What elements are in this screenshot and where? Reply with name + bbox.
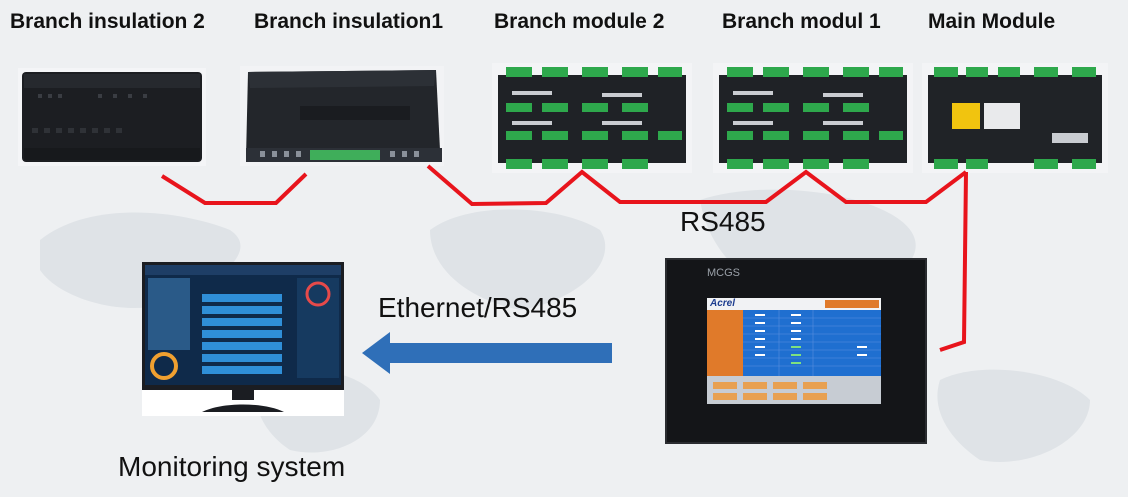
hmi-logo: Acrel — [710, 298, 736, 309]
label-branch-insulation-1: Branch insulation1 — [254, 10, 444, 33]
data-flow-arrow — [362, 332, 612, 374]
label-main-module: Main Module — [928, 10, 1056, 33]
ethernet-rs485-label: Ethernet/RS485 — [378, 292, 578, 323]
branch-module-2-device — [492, 63, 692, 173]
hmi-touch-panel: MCGS Acrel — [665, 258, 927, 444]
hmi-screen: Acrel — [707, 298, 881, 404]
label-branch-module-1: Branch modul 1 — [722, 10, 881, 33]
monitoring-system-label: Monitoring system — [118, 451, 346, 482]
rs485-label: RS485 — [680, 206, 766, 237]
branch-insulation-2-device — [18, 68, 206, 166]
hmi-data-grid — [707, 310, 881, 404]
main-module-device — [922, 63, 1108, 173]
hmi-header-bar — [825, 300, 879, 308]
wire-insulation-link — [160, 172, 308, 205]
branch-insulation-1-device — [240, 66, 444, 166]
monitoring-monitor — [142, 262, 344, 416]
hmi-screen-header: Acrel — [707, 298, 881, 310]
hmi-brand-label: MCGS — [707, 267, 740, 279]
wire-module-chain — [426, 164, 968, 207]
label-branch-module-2: Branch module 2 — [494, 10, 665, 33]
branch-module-1-device — [713, 63, 913, 173]
wire-to-hmi — [939, 171, 968, 352]
label-branch-insulation-2: Branch insulation 2 — [10, 10, 205, 33]
